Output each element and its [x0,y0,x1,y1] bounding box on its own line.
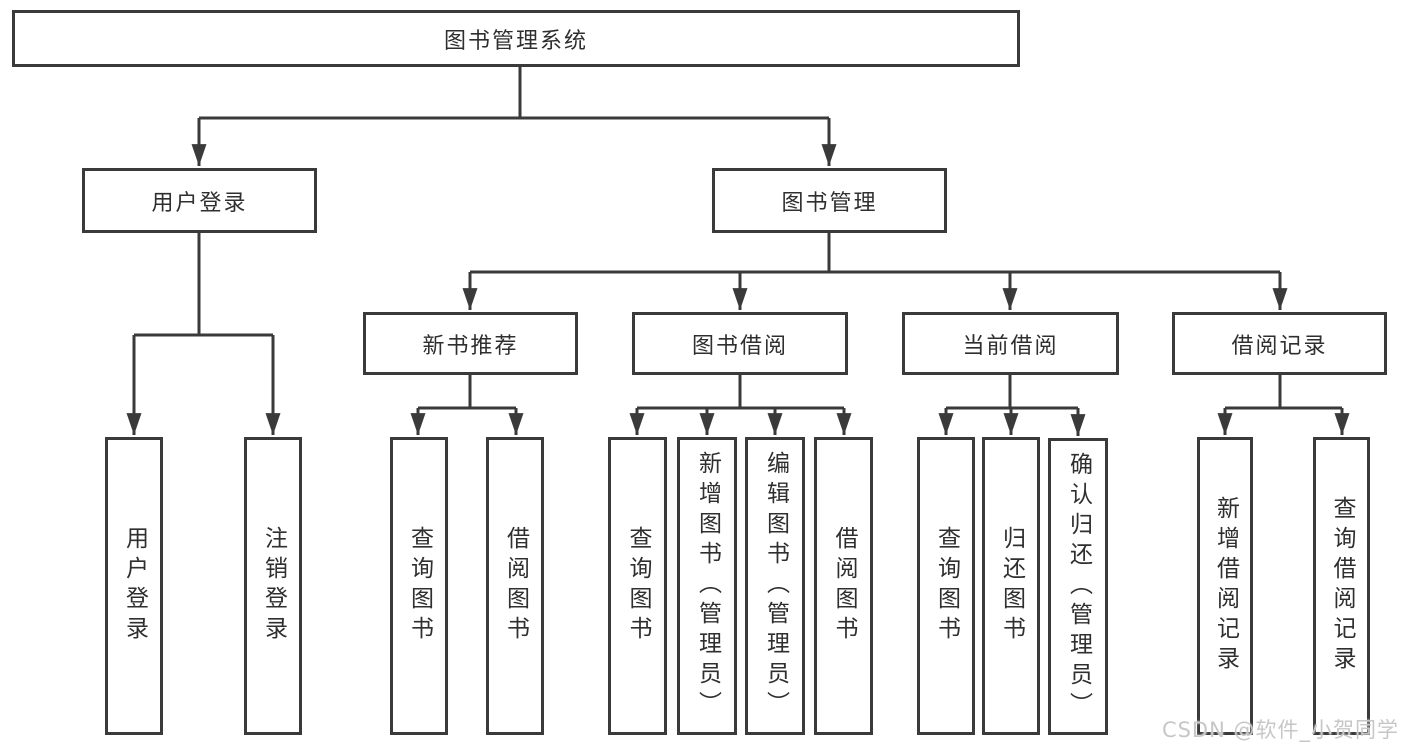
node-label: 编辑图书（管理员） [762,451,789,721]
leaf-confirm-return-admin: 确认归还（管理员） [1048,438,1108,735]
node-label: 查询借阅记录 [1329,496,1355,676]
connector-borrow-records-to-leaves [1217,375,1350,435]
node-root-library-system: 图书管理系统 [12,10,1020,67]
connector-book-management-to-level3 [462,233,1288,310]
leaf-borrow-books: 借阅图书 [814,437,873,735]
node-label: 新增借阅记录 [1212,496,1239,676]
node-user-login: 用户登录 [82,168,317,233]
node-label: 查询图书 [933,526,960,646]
node-label: 借阅图书 [831,526,857,646]
node-label: 借阅记录 [1231,333,1328,359]
node-label: 确认归还（管理员） [1065,451,1092,722]
leaf-query-borrow-record: 查询借阅记录 [1313,437,1370,735]
connector-book-borrow-to-leaves [629,375,852,435]
node-label: 当前借阅 [962,333,1059,359]
leaf-add-borrow-record: 新增借阅记录 [1197,437,1253,735]
node-label: 用户登录 [121,526,148,646]
connector-user-login-to-leaves [126,233,281,435]
leaf-query-books-recommend: 查询图书 [390,437,448,735]
node-label: 归还图书 [998,526,1025,646]
node-label: 查询图书 [406,526,433,646]
connector-new-book-recommend-to-leaves [410,375,524,435]
node-book-borrow: 图书借阅 [632,312,848,375]
leaf-logout: 注销登录 [244,437,302,735]
node-label: 新书推荐 [422,333,519,359]
connector-current-borrow-to-leaves [938,375,1086,436]
connector-root-to-level2 [191,67,837,166]
node-label: 注销登录 [260,526,287,646]
node-new-book-recommend: 新书推荐 [363,312,578,375]
node-label: 图书管理系统 [443,28,588,54]
leaf-query-books-borrow: 查询图书 [608,437,667,735]
node-label: 查询图书 [625,526,651,646]
leaf-user-login: 用户登录 [105,437,163,735]
node-label: 图书管理 [781,190,878,216]
node-borrow-records: 借阅记录 [1172,312,1387,375]
node-book-management: 图书管理 [712,168,947,233]
node-current-borrow: 当前借阅 [902,312,1119,375]
leaf-edit-books-admin: 编辑图书（管理员） [745,437,805,735]
node-label: 图书借阅 [691,333,788,359]
leaf-borrow-books-recommend: 借阅图书 [486,437,544,735]
node-label: 借阅图书 [502,526,529,646]
csdn-watermark: CSDN @软件_小贺同学 [1161,718,1399,742]
leaf-return-books: 归还图书 [982,437,1040,735]
leaf-query-books-current: 查询图书 [917,437,975,735]
node-label: 用户登录 [151,190,248,216]
node-label: 新增图书（管理员） [694,451,721,721]
leaf-add-books-admin: 新增图书（管理员） [677,437,737,735]
